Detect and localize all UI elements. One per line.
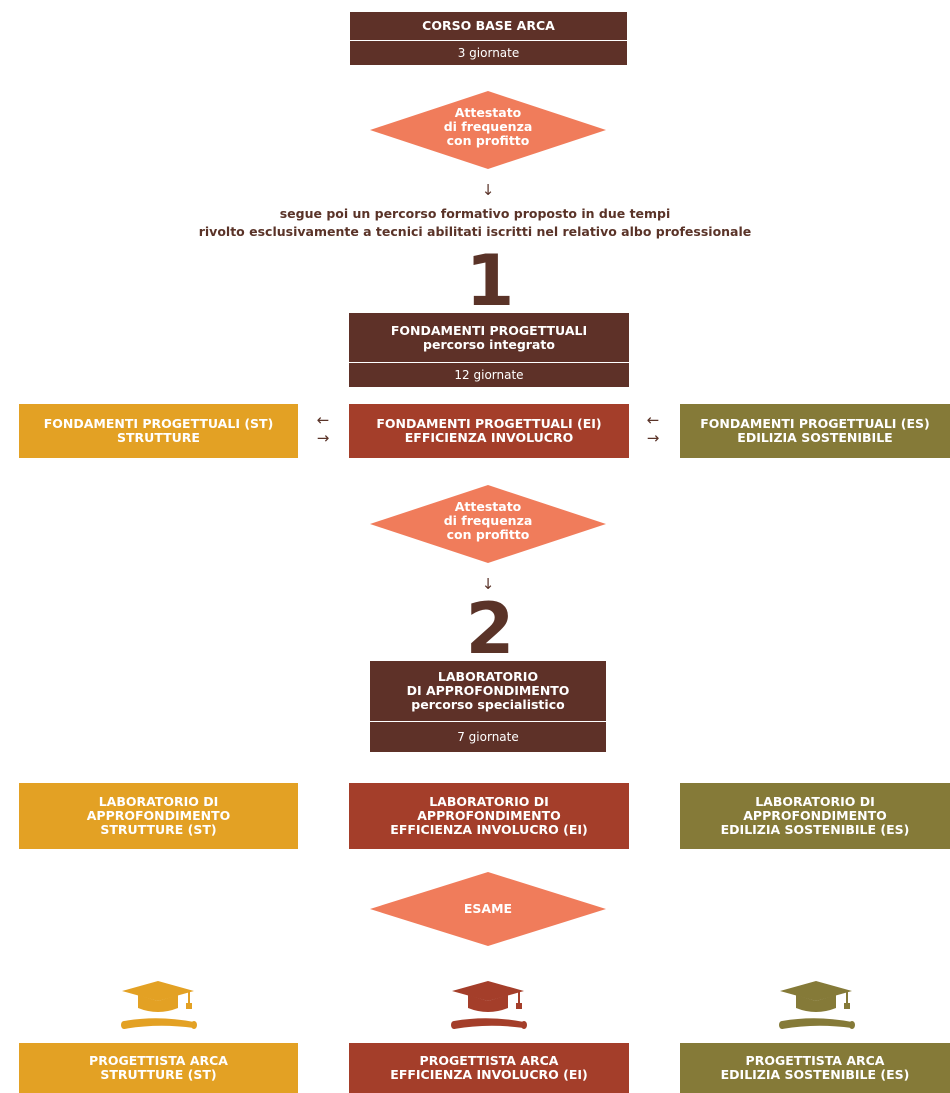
path-description-line1: segue poi un percorso formativo proposto… (279, 206, 671, 221)
laboratorio-line1: LABORATORIO (437, 669, 539, 684)
progettista-st-box: PROGETTISTA ARCA STRUTTURE (ST) (19, 1043, 298, 1093)
step-number-2: 2 (465, 588, 515, 670)
base-course-duration-box: 3 giornate (350, 41, 627, 65)
laboratorio-ei-line3: EFFICIENZA INVOLUCRO (EI) (390, 822, 588, 837)
right-arrow-st: → (316, 429, 330, 447)
certificate-diamond-2: Attestato di frequenza con profitto (370, 485, 606, 563)
laboratorio-es-line1: LABORATORIO DI (755, 794, 875, 809)
certificate-2-line3: con profitto (446, 527, 530, 542)
path-description: segue poi un percorso formativo proposto… (0, 205, 950, 241)
down-arrow-1: ↓ (481, 181, 495, 199)
fondamenti-st-box: FONDAMENTI PROGETTUALI (ST) STRUTTURE (19, 404, 298, 458)
graduation-cap-icon-ei (451, 981, 527, 1029)
graduation-cap-icon-es (779, 981, 855, 1029)
progettista-st-line1: PROGETTISTA ARCA (89, 1053, 228, 1068)
fondamenti-es-box: FONDAMENTI PROGETTUALI (ES) EDILIZIA SOS… (680, 404, 950, 458)
exam-diamond: ESAME (370, 872, 606, 946)
progettista-es-line2: EDILIZIA SOSTENIBILE (ES) (720, 1067, 910, 1082)
certificate-2-line1: Attestato (454, 499, 522, 514)
laboratorio-es-box: LABORATORIO DI APPROFONDIMENTO EDILIZIA … (680, 783, 950, 849)
step-number-1: 1 (465, 240, 515, 322)
left-arrow-es: ← (646, 411, 660, 429)
laboratorio-es-line2: APPROFONDIMENTO (743, 808, 887, 823)
fondamenti-ei-line2: EFFICIENZA INVOLUCRO (404, 430, 574, 445)
laboratorio-line2: DI APPROFONDIMENTO (406, 683, 570, 698)
path-description-line2: rivolto esclusivamente a tecnici abilita… (198, 224, 752, 239)
progettista-ei-line1: PROGETTISTA ARCA (419, 1053, 559, 1068)
laboratorio-ei-line1: LABORATORIO DI (429, 794, 549, 809)
laboratorio-ei-line2: APPROFONDIMENTO (417, 808, 561, 823)
fondamenti-ei-line1: FONDAMENTI PROGETTUALI (EI) (376, 416, 602, 431)
laboratorio-subtitle: percorso specialistico (411, 697, 565, 712)
laboratorio-duration: 7 giornate (457, 730, 519, 744)
laboratorio-duration-box: 7 giornate (370, 722, 606, 752)
right-arrow-es: → (646, 429, 660, 447)
left-arrow-st: ← (316, 411, 330, 429)
certificate-2-line2: di frequenza (443, 513, 533, 528)
fondamenti-st-line2: STRUTTURE (117, 430, 200, 445)
laboratorio-st-line2: APPROFONDIMENTO (86, 808, 231, 823)
laboratorio-st-box: LABORATORIO DI APPROFONDIMENTO STRUTTURE… (19, 783, 298, 849)
fondamenti-integrato-duration-box: 12 giornate (349, 363, 629, 387)
graduation-cap-icon-st (121, 981, 197, 1029)
laboratorio-st-line3: STRUTTURE (ST) (100, 822, 217, 837)
down-arrow-2: ↓ (481, 575, 495, 593)
laboratorio-box: LABORATORIO DI APPROFONDIMENTO percorso … (370, 661, 606, 721)
progettista-st-line2: STRUTTURE (ST) (100, 1067, 217, 1082)
fondamenti-ei-box: FONDAMENTI PROGETTUALI (EI) EFFICIENZA I… (349, 404, 629, 458)
progettista-es-box: PROGETTISTA ARCA EDILIZIA SOSTENIBILE (E… (680, 1043, 950, 1093)
laboratorio-ei-box: LABORATORIO DI APPROFONDIMENTO EFFICIENZ… (349, 783, 629, 849)
base-course-box: CORSO BASE ARCA (350, 12, 627, 40)
progettista-ei-box: PROGETTISTA ARCA EFFICIENZA INVOLUCRO (E… (349, 1043, 629, 1093)
base-course-title: CORSO BASE ARCA (422, 18, 555, 33)
fondamenti-integrato-duration: 12 giornate (454, 368, 524, 382)
laboratorio-st-line1: LABORATORIO DI (98, 794, 219, 809)
progettista-ei-line2: EFFICIENZA INVOLUCRO (EI) (390, 1067, 588, 1082)
progettista-es-line1: PROGETTISTA ARCA (745, 1053, 885, 1068)
certificate-1-line3: con profitto (446, 133, 530, 148)
fondamenti-st-line1: FONDAMENTI PROGETTUALI (ST) (43, 416, 274, 431)
exam-label: ESAME (463, 901, 513, 916)
base-course-duration: 3 giornate (457, 46, 520, 60)
laboratorio-es-line3: EDILIZIA SOSTENIBILE (ES) (720, 822, 910, 837)
fondamenti-integrato-title: FONDAMENTI PROGETTUALI (390, 322, 588, 338)
fondamenti-es-line2: EDILIZIA SOSTENIBILE (737, 430, 893, 445)
certificate-diamond-1: Attestato di frequenza con profitto (370, 91, 606, 169)
fondamenti-integrato-box: FONDAMENTI PROGETTUALI percorso integrat… (349, 313, 629, 362)
fondamenti-integrato-subtitle: percorso integrato (423, 336, 555, 352)
certificate-1-line2: di frequenza (443, 119, 533, 134)
fondamenti-es-line1: FONDAMENTI PROGETTUALI (ES) (700, 416, 930, 431)
certificate-1-line1: Attestato (454, 105, 522, 120)
